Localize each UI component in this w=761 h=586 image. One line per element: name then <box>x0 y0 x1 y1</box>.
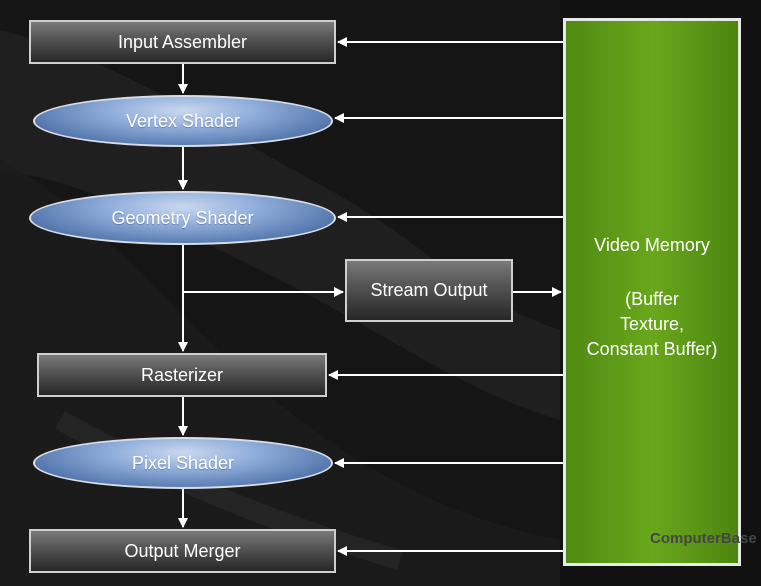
pixel-shader-label: Pixel Shader <box>131 452 235 473</box>
video-memory-line-3: Constant Buffer) <box>586 339 718 359</box>
output-merger-stage: Output Merger <box>29 529 336 573</box>
pixel-shader-stage: Pixel Shader <box>33 437 333 489</box>
video-memory-line-2: Texture, <box>619 314 685 334</box>
output-merger-label: Output Merger <box>124 540 241 561</box>
vertex-shader-label: Vertex Shader <box>125 110 241 131</box>
video-memory-title: Video Memory <box>594 235 710 255</box>
input-assembler-stage: Input Assembler <box>29 20 336 64</box>
stream-output-stage: Stream Output <box>345 259 513 322</box>
computerbase-watermark: ComputerBase <box>650 530 757 547</box>
input-assembler-label: Input Assembler <box>117 31 248 52</box>
stream-output-label: Stream Output <box>370 280 488 300</box>
video-memory-block: Video Memory (Buffer Texture, Constant B… <box>563 18 741 566</box>
geometry-shader-stage: Geometry Shader <box>29 191 336 245</box>
video-memory-contents: (Buffer Texture, Constant Buffer) <box>566 287 738 362</box>
vertex-shader-stage: Vertex Shader <box>33 95 333 147</box>
geometry-shader-label: Geometry Shader <box>111 207 254 228</box>
video-memory-line-1: (Buffer <box>625 289 679 309</box>
rasterizer-stage: Rasterizer <box>37 353 327 397</box>
rasterizer-label: Rasterizer <box>140 364 224 385</box>
